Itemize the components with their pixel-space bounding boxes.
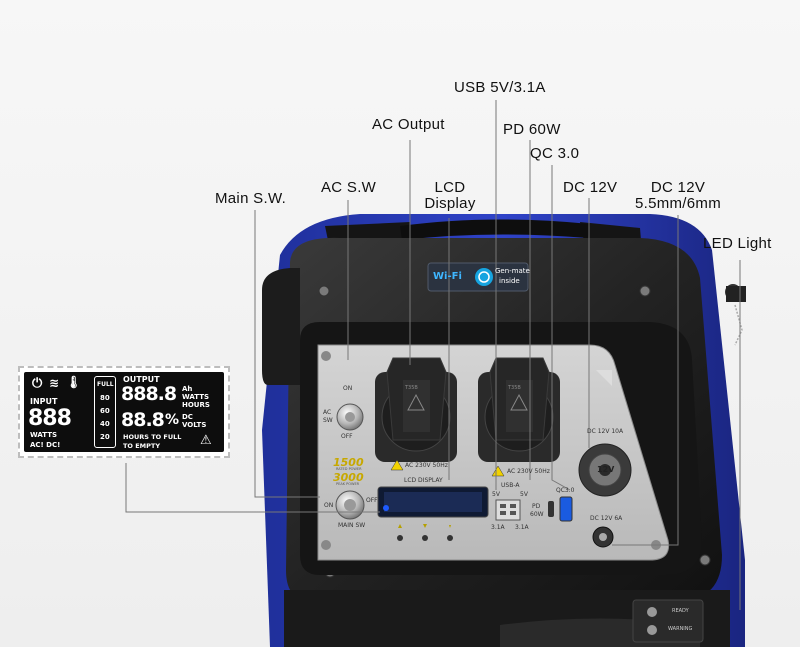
pd-60w-label: 60W: [530, 511, 544, 518]
wifi-badge-label: Wi-Fi: [433, 271, 462, 282]
watts-small-label: WATTS: [30, 431, 58, 439]
ah-label: Ah: [182, 385, 193, 393]
pd-label: PD: [532, 503, 541, 510]
dc-6a-label: DC 12V 6A: [590, 515, 623, 522]
thermometer-icon: 🌡: [66, 375, 82, 389]
ac-switch-ac: AC: [323, 409, 332, 416]
volts-label: VOLTS: [182, 421, 207, 429]
output-label: OUTPUT: [123, 375, 160, 384]
callout-usb: USB 5V/3.1A: [454, 79, 546, 96]
watts-label: WATTS: [182, 393, 210, 401]
ac-switch-sw: SW: [323, 417, 333, 424]
hours-full-label: HOURS TO FULL: [123, 433, 182, 441]
battery-icon: FULL 80 60 40 20: [94, 376, 116, 448]
input-digits: 888: [28, 406, 72, 431]
usb-a-label: USB-A: [501, 482, 520, 489]
input-label: INPUT: [30, 397, 58, 406]
power-icon: ⏻: [32, 376, 43, 391]
warning-label: WARNING: [668, 626, 693, 632]
main-switch-on: ON: [324, 502, 334, 509]
usb-5v-a: 5V: [492, 491, 500, 498]
pct-sign: %: [165, 412, 180, 428]
main-switch-off: OFF: [366, 497, 378, 504]
usb-5v-b: 5V: [520, 491, 528, 498]
dc-10a-label: DC 12V 10A: [587, 428, 624, 435]
callout-pd: PD 60W: [503, 121, 561, 138]
warning-icon: ⚠: [200, 433, 212, 448]
callout-dc12-barrel: DC 12V 5.5mm/6mm: [634, 179, 722, 212]
ready-label: READY: [672, 608, 689, 614]
callout-dc12: DC 12V: [563, 179, 618, 196]
pct-digits: 88.8: [121, 409, 165, 431]
wifi-icon: ≋: [49, 376, 60, 390]
peak-power: 3000: [333, 471, 364, 484]
callout-ac-sw: AC S.W: [321, 179, 377, 196]
dc-label: DC: [182, 413, 193, 421]
status-leds: [632, 599, 704, 643]
callout-led: LED Light: [703, 235, 772, 252]
socket-2-label: T35B: [508, 385, 521, 391]
rated-power: 1500: [333, 456, 364, 469]
callout-main-sw: Main S.W.: [215, 190, 287, 207]
qc-port: [559, 496, 573, 522]
hours-label: HOURS: [182, 401, 210, 409]
usb-31-a: 3.1A: [491, 524, 505, 531]
peak-power-sub: PEAK POWER: [336, 482, 360, 486]
ac-socket-2-rating: AC 230V 50Hz: [507, 468, 550, 475]
ac-switch-off: OFF: [341, 433, 353, 440]
dc-12v-socket-label: 12V: [597, 465, 615, 474]
ac-switch-on: ON: [343, 385, 353, 392]
usb-ports: [495, 499, 521, 521]
lcd-closeup: ⏻ ≋ 🌡 INPUT 888 WATTS AC! DC! FULL 80 60…: [18, 366, 230, 458]
acdc-label: AC! DC!: [30, 441, 61, 449]
genmate-line2: inside: [499, 277, 520, 285]
callout-ac-output: AC Output: [372, 116, 445, 133]
lcd-screen: ⏻ ≋ 🌡 INPUT 888 WATTS AC! DC! FULL 80 60…: [24, 372, 224, 452]
usb-31-b: 3.1A: [515, 524, 529, 531]
qc-label: QC3.0: [556, 487, 575, 494]
genmate-line1: Gen-mate: [495, 267, 530, 275]
callout-lines: [125, 100, 741, 610]
callout-lcd: LCD Display: [424, 179, 476, 212]
to-empty-label: TO EMPTY: [123, 442, 161, 450]
callout-qc: QC 3.0: [530, 145, 580, 162]
ac-socket-1-rating: AC 230V 50Hz: [405, 462, 448, 469]
rated-power-sub: RATED POWER: [336, 467, 362, 471]
battery-full-label: FULL: [97, 381, 114, 388]
panel-lcd-label: LCD DISPLAY: [404, 477, 443, 484]
socket-1-label: T35B: [405, 385, 418, 391]
output-digits: 888.8: [121, 383, 177, 405]
main-switch-label: MAIN SW: [338, 522, 366, 529]
